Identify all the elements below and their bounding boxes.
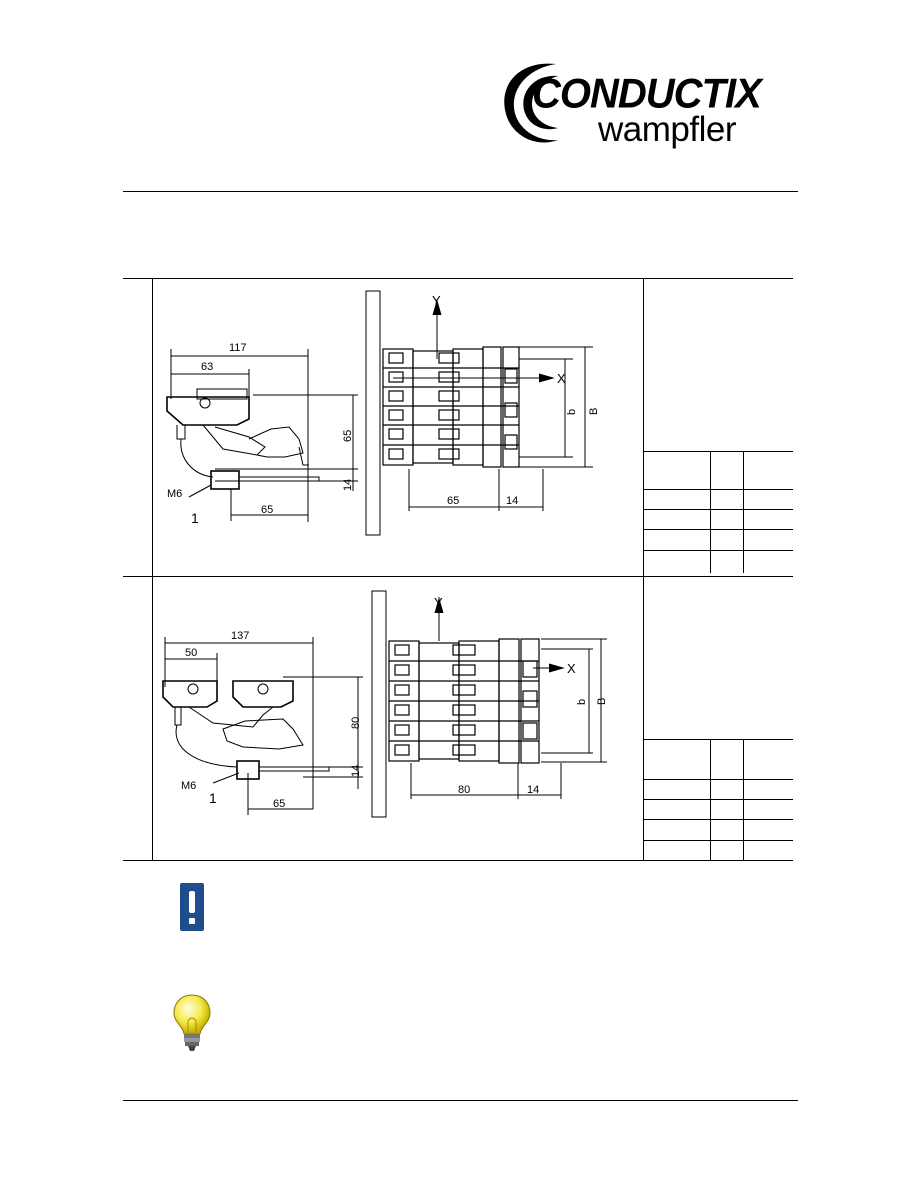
dim-63: 63 xyxy=(201,361,213,373)
thread-label: M6 xyxy=(181,780,196,792)
spec-table-2 xyxy=(644,739,793,861)
logo-swoosh-icon xyxy=(504,63,558,143)
dim-B: B xyxy=(588,408,600,415)
lightbulb-icon xyxy=(172,993,212,1053)
dim-14-vertical: 14 xyxy=(342,479,354,491)
dim-137: 137 xyxy=(231,630,249,642)
table-bottom-rule xyxy=(123,860,793,861)
dim-b: b xyxy=(566,409,578,415)
dim-65-vertical: 65 xyxy=(342,430,354,442)
dim-80-front: 80 xyxy=(458,784,470,796)
axis-y-label: Y xyxy=(434,595,443,610)
table-right-col-line xyxy=(643,278,644,861)
dim-117: 117 xyxy=(229,342,247,354)
dim-50: 50 xyxy=(185,647,197,659)
axis-x-label: X xyxy=(567,661,576,676)
item-number: 1 xyxy=(191,510,199,526)
table-top-rule xyxy=(123,278,793,279)
technical-drawing-1: 117 63 65 14 65 M6 1 Y X b B 65 14 xyxy=(153,279,642,575)
company-logo: CONDUCTIX wampfler xyxy=(498,58,798,158)
dim-80-vertical: 80 xyxy=(350,717,362,729)
dim-B: B xyxy=(596,698,608,705)
dim-14-front: 14 xyxy=(506,495,518,507)
header-rule xyxy=(123,191,798,192)
axis-y-label: Y xyxy=(432,293,441,308)
exclamation-icon xyxy=(180,883,204,931)
technical-drawing-2: 137 50 80 14 65 M6 1 Y X b B 80 14 xyxy=(153,577,642,860)
logo-conductix: CONDUCTIX xyxy=(532,70,762,118)
dim-65-bottom: 65 xyxy=(273,798,285,810)
table-left-col-line xyxy=(152,278,153,861)
axis-x-label: X xyxy=(557,371,566,386)
dim-65-front: 65 xyxy=(447,495,459,507)
dim-14-front: 14 xyxy=(527,784,539,796)
table-mid-rule xyxy=(123,576,793,577)
item-number: 1 xyxy=(209,790,217,806)
dim-b: b xyxy=(576,699,588,705)
footer-rule xyxy=(123,1100,798,1101)
spec-table-1 xyxy=(644,451,793,573)
dim-14-vertical: 14 xyxy=(350,765,362,777)
dim-65-bottom: 65 xyxy=(261,504,273,516)
logo-wampfler: wampfler xyxy=(598,110,736,149)
thread-label: M6 xyxy=(167,488,182,500)
